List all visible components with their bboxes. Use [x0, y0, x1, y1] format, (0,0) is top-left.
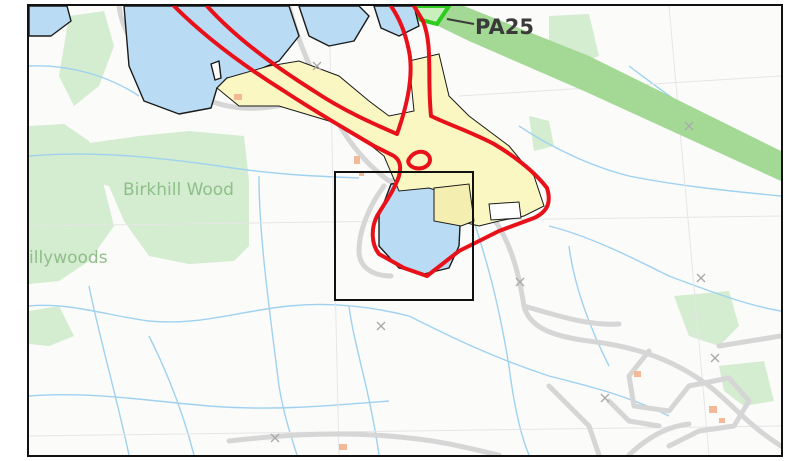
cross-marker-icon: [696, 273, 706, 283]
birkhill-wood-label: Birkhill Wood: [123, 180, 234, 200]
stream-line: [548, 225, 781, 312]
lake-north: [298, 6, 370, 47]
woodland-patch: [59, 11, 114, 106]
road-line: [626, 421, 692, 455]
boundary-outer: [172, 6, 551, 278]
road-line: [606, 398, 662, 429]
stream-line: [468, 205, 530, 455]
woodland-patch: [29, 124, 114, 284]
illywoods-label: illywoods: [29, 248, 108, 268]
stream-line: [29, 65, 140, 97]
lake-island: [210, 60, 222, 81]
boundary-loop: [406, 149, 432, 171]
boundary-inner: [205, 6, 413, 136]
water-layer: [29, 6, 462, 275]
woodland-patch: [674, 291, 739, 346]
cross-marker-icon: [600, 393, 610, 403]
stream-line: [88, 285, 130, 455]
building: [634, 371, 641, 377]
building: [339, 444, 347, 450]
stream-line: [148, 335, 195, 455]
cross-marker-icon: [376, 321, 386, 331]
road-line: [546, 383, 602, 455]
road-line: [716, 333, 781, 349]
stream-line: [29, 393, 390, 409]
development-site: [216, 53, 545, 227]
stream-line: [258, 175, 298, 455]
road-line: [356, 183, 394, 279]
stream-line: [568, 245, 610, 367]
stream-line: [348, 305, 380, 455]
cross-marker-icon: [312, 61, 322, 71]
stream-line: [518, 125, 781, 197]
site-boundary: [172, 6, 551, 278]
building: [709, 406, 717, 413]
pa25-label: PA25: [475, 15, 534, 39]
building: [359, 171, 364, 176]
building: [354, 156, 360, 164]
woodland-patch: [29, 306, 74, 346]
road-line: [521, 303, 622, 327]
cross-marker-icon: [270, 433, 280, 443]
pa25-leader-line: [446, 18, 475, 25]
cross-marker-icon: [710, 353, 720, 363]
inset-extent-box[interactable]: [334, 171, 474, 301]
cross-marker-icon: [684, 121, 694, 131]
map-frame: PA25 Birkhill Wood illywoods: [27, 4, 783, 457]
stream-line: [29, 303, 410, 323]
green-corridor-band: [424, 6, 781, 181]
woodland-patch: [719, 361, 774, 406]
building: [719, 418, 725, 423]
stream-line: [29, 153, 360, 179]
building-layer: [234, 94, 725, 450]
cross-marker-icon: [515, 277, 525, 287]
site-plot: [488, 201, 522, 221]
cross-marker-icons: [270, 61, 720, 443]
woodland-patch: [529, 116, 554, 151]
lake-northeast: [373, 6, 420, 37]
road-line: [626, 348, 752, 449]
site-plot: [433, 183, 475, 227]
building: [234, 94, 242, 100]
woodland-layer: [29, 11, 774, 406]
map-canvas[interactable]: PA25 Birkhill Wood illywoods: [29, 6, 781, 455]
lake-west: [29, 6, 72, 37]
